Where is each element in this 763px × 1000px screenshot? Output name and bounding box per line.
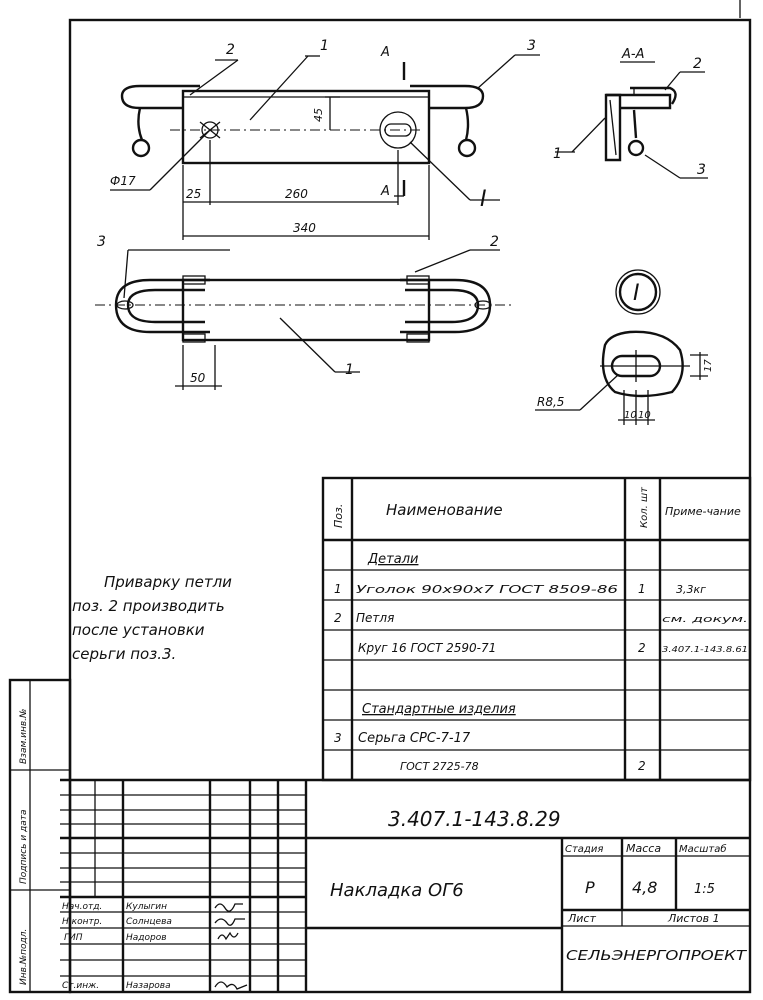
spec-row-5-name: Стандартные изделия [362,702,516,717]
angle-plate [181,89,431,165]
signer-1-role: Н.контр. [62,917,102,927]
spec-row-1-name: Уголок 90x90x7 ГОСТ 8509-86 [356,583,618,596]
doc-code: 3.407.1-143.8.29 [388,807,561,831]
spec-row-0-name: Детали [367,552,418,567]
side-label-signature: Подпись и дата [19,809,29,884]
spec-row-3-qty: 2 [638,641,646,655]
drawing-title: Накладка ОГ6 [330,880,464,901]
stage-label: Стадия [565,844,603,855]
dim-hole-dia: Ф17 [110,174,136,188]
signer-0-role: Нач.отд. [62,902,102,912]
detail-i [535,269,708,425]
signer-3-name: Назарова [126,981,171,991]
spec-row-6-name: Серьга СРС-7-17 [358,731,471,746]
spec-row-2-note: см. докум. [662,615,748,625]
mass-value: 4,8 [632,878,657,897]
top-view [110,54,540,240]
label-pos-1-top: 1 [320,38,329,54]
spec-row-1-qty: 1 [638,582,646,596]
spec-row-1-pos: 1 [334,582,342,596]
label-pos-3-front: 3 [97,234,106,250]
dim-total-length: 340 [293,221,316,235]
title-block-text: 3.407.1-143.8.29 Накладка ОГ6 Стадия Мас… [62,807,747,991]
note-line-1: поз. 2 производить [72,597,225,615]
spec-table-text: Поз. Наименование Кол. шт Приме-чание Де… [332,486,748,773]
dim-slot-w2: 10 [638,410,651,421]
drawing-labels: 2 1 3 А А Ф17 25 260 340 45 I А-А 2 1 3 … [97,38,714,421]
signer-3-role: Ст.инж. [62,981,99,991]
spec-row-3-note: 3.407.1-143.8.61 [662,645,748,654]
spec-header-pos: Поз. [332,504,345,528]
company-name: СЕЛЬЭНЕРГОПРОЕКТ [566,949,747,964]
spec-row-2-pos: 2 [334,611,342,625]
welding-note: Приварку петли поз. 2 производить после … [72,570,312,666]
loop-right-front [400,278,492,334]
spec-header-qty: Кол. шт [639,486,650,528]
title-block [60,778,750,992]
section-title: А-А [621,47,644,62]
note-line-2: после установки [72,621,205,639]
label-pos-3-top: 3 [527,38,536,54]
angle-front [181,278,431,342]
signer-0-name: Кулыгин [126,902,167,912]
signer-2-role: ГИП [64,933,83,943]
left-loop [120,84,200,110]
section-mark-bottom: А [380,184,390,199]
label-pos-2-front: 2 [490,234,499,250]
detail-lug [601,330,684,398]
detail-mark: I [633,281,640,306]
spec-row-1-note: 3,3кг [676,583,706,596]
signer-1-name: Солнцева [126,917,172,927]
note-line-3: серьги поз.3. [72,645,177,663]
signature-3 [214,981,248,990]
spec-header-note: Приме-чание [665,505,741,518]
sheet-label: Лист [567,912,596,925]
label-pos-2-top: 2 [226,42,235,58]
signature-2 [217,931,239,941]
spec-header-name: Наименование [386,501,503,519]
spec-table [321,476,752,782]
dim-slot-height: 17 [703,359,714,372]
side-label-replace: Взам.инв.№ [19,709,29,764]
signer-2-name: Надоров [126,933,167,943]
stage-value: Р [585,878,595,897]
side-stamp-text: Инв.№подл. Подпись и дата Взам.инв.№ [19,709,29,985]
spec-row-7-qty: 2 [638,759,646,773]
sheets-label: Листов 1 [667,912,720,925]
mass-label: Масса [626,842,661,855]
section-a-a [555,61,708,179]
scale-label: Масштаб [679,843,727,855]
dim-radius: R8,5 [537,395,564,409]
dim-slot-w1: 10 [624,410,637,421]
dim-loop-length: 50 [190,371,206,385]
side-label-inv: Инв.№подл. [19,929,29,985]
label-pos-3-section: 3 [697,162,706,178]
right-loop [410,84,485,110]
front-view [95,249,515,390]
section-mark-top: А [380,45,390,60]
spec-row-7-name: ГОСТ 2725-78 [400,760,479,773]
note-line-0: Приварку петли [104,573,232,591]
dim-height: 45 [312,108,325,122]
spec-row-3-name: Круг 16 ГОСТ 2590-71 [358,641,496,655]
label-pos-1-section: 1 [553,146,562,162]
spec-row-6-pos: 3 [334,731,342,745]
scale-value: 1:5 [694,882,715,897]
spec-row-2-name: Петля [356,611,394,625]
label-pos-1-front: 1 [345,362,354,378]
side-stamp [8,678,72,994]
signature-0 [214,903,243,912]
dim-left-offset: 25 [186,187,201,201]
detail-callout-top: I [480,187,487,212]
label-pos-2-section: 2 [693,56,702,72]
dim-hole-spacing: 260 [285,187,308,201]
signature-1 [214,918,245,926]
loop-left-front [114,278,210,334]
